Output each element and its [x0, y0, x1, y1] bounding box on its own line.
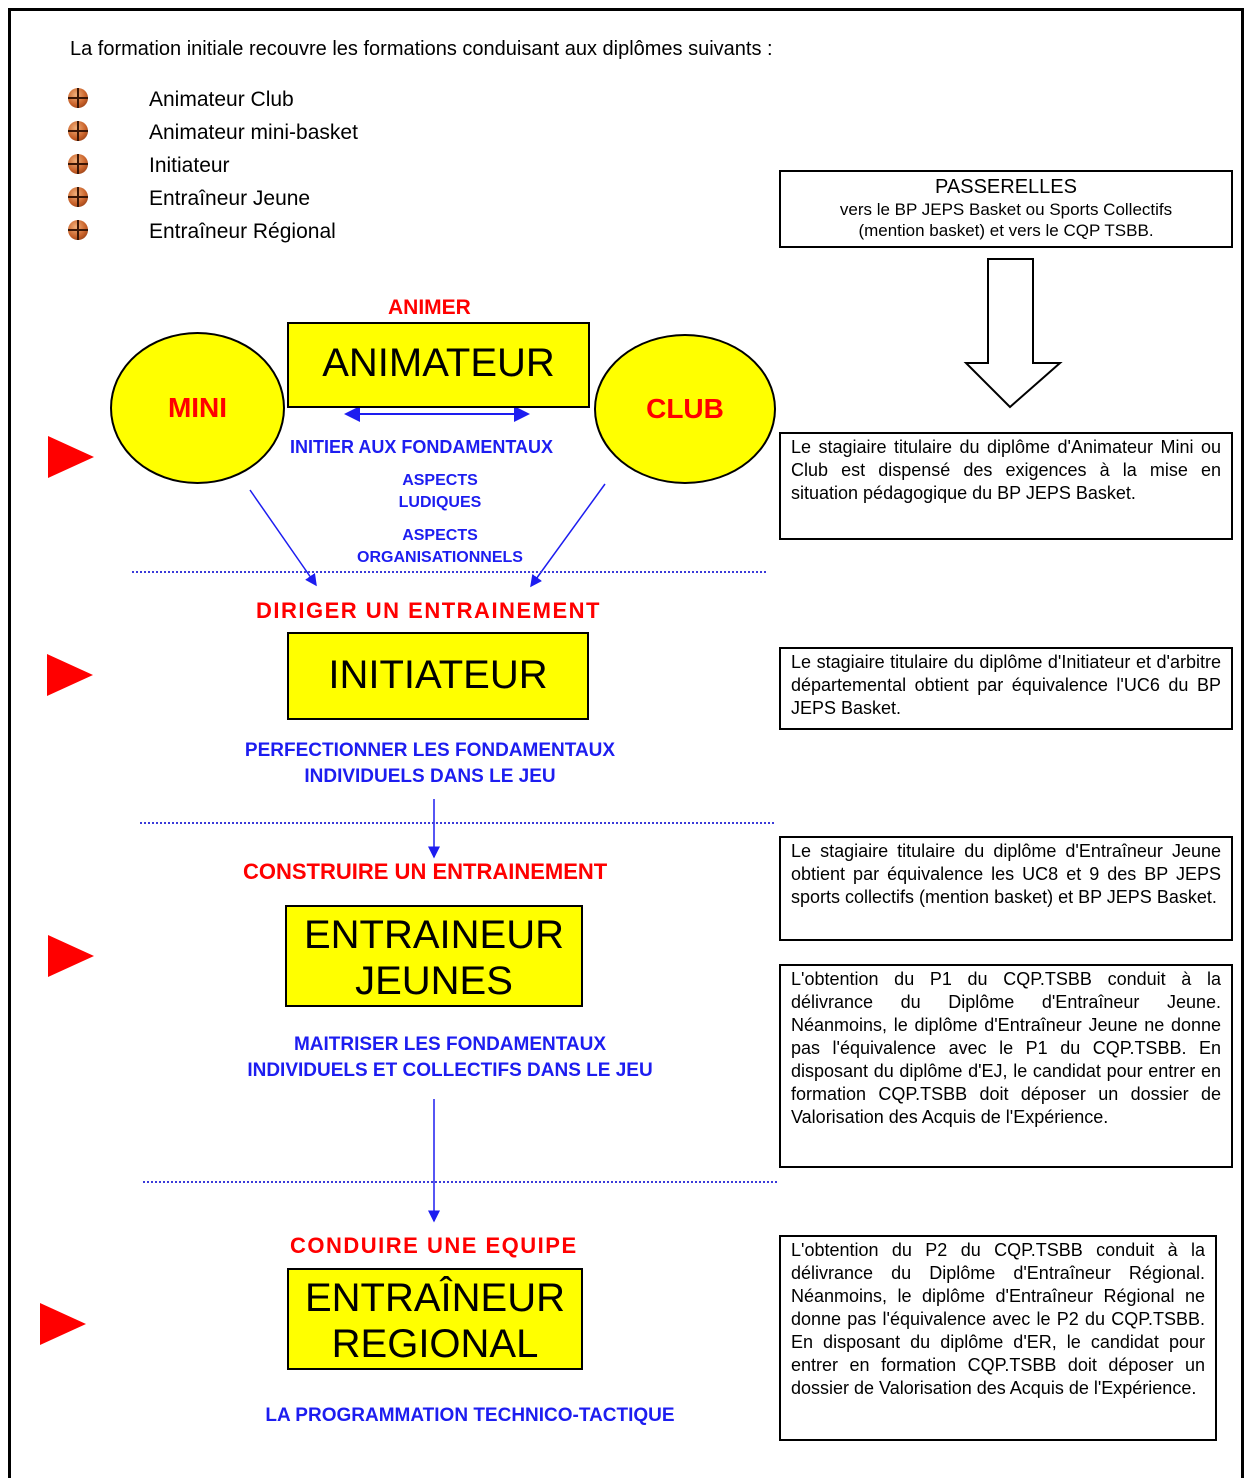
aspects-ludiques: ASPECTS LUDIQUES	[398, 472, 482, 511]
divider-1	[132, 571, 766, 573]
diploma-list: Animateur Club Animateur mini-basket Ini…	[68, 88, 358, 253]
objective-animer: ANIMER	[388, 296, 471, 319]
programmation-technico-tactique: LA PROGRAMMATION TECHNICO-TACTIQUE	[265, 1405, 675, 1426]
aspects-organisationnels: ASPECTS ORGANISATIONNELS	[357, 527, 523, 566]
entraineur-jeunes-line2: JEUNES	[355, 959, 513, 1003]
passerelles-line2: (mention basket) et vers le CQP TSBB.	[858, 221, 1154, 240]
basketball-icon	[68, 187, 88, 207]
level-marker-1	[48, 436, 94, 478]
entraineur-jeunes-box: ENTRAINEUR JEUNES	[285, 905, 583, 1007]
level-marker-2	[47, 654, 93, 696]
note-entraineur-jeune-1: Le stagiaire titulaire du diplôme d'Entr…	[779, 836, 1233, 941]
intro-text: La formation initiale recouvre les forma…	[70, 38, 773, 60]
note-animateur: Le stagiaire titulaire du diplôme d'Anim…	[779, 432, 1233, 540]
perfectionner-fondamentaux: PERFECTIONNER LES FONDAMENTAUX INDIVIDUE…	[244, 740, 616, 787]
maitriser-fondamentaux: MAITRISER LES FONDAMENTAUX INDIVIDUELS E…	[247, 1034, 653, 1081]
club-label: CLUB	[646, 393, 724, 424]
level-marker-4	[40, 1303, 86, 1345]
basketball-icon	[68, 220, 88, 240]
note-initiateur: Le stagiaire titulaire du diplôme d'Init…	[779, 647, 1233, 730]
basketball-icon	[68, 121, 88, 141]
objective-conduire: CONDUIRE UNE EQUIPE	[290, 1233, 578, 1258]
list-item: Entraîneur Jeune	[68, 187, 358, 220]
basketball-icon	[68, 154, 88, 174]
page-frame	[8, 8, 1244, 1478]
initiateur-box: INITIATEUR	[287, 632, 589, 720]
entraineur-regional-line1: ENTRAÎNEUR	[304, 1276, 566, 1320]
passerelles-box: PASSERELLES vers le BP JEPS Basket ou Sp…	[779, 170, 1233, 248]
arrow-club-down	[530, 483, 606, 588]
list-item: Entraîneur Régional	[68, 220, 358, 253]
animateur-box: ANIMATEUR	[287, 322, 590, 408]
objective-diriger: DIRIGER UN ENTRAINEMENT	[256, 598, 601, 623]
note-entraineur-regional: L'obtention du P2 du CQP.TSBB conduit à …	[779, 1235, 1217, 1441]
passerelles-title: PASSERELLES	[935, 176, 1077, 198]
objective-construire: CONSTRUIRE UN ENTRAINEMENT	[243, 859, 608, 884]
divider-2	[140, 822, 774, 824]
mini-circle: MINI	[110, 332, 285, 484]
list-item: Animateur Club	[68, 88, 358, 121]
initier-fondamentaux: INITIER AUX FONDAMENTAUX	[290, 437, 553, 457]
note-entraineur-jeune-2: L'obtention du P1 du CQP.TSBB conduit à …	[779, 964, 1233, 1168]
down-arrow-icon	[963, 258, 1063, 409]
basketball-icon	[68, 88, 88, 108]
level-marker-3	[48, 935, 94, 977]
initiateur-label: INITIATEUR	[328, 653, 548, 697]
passerelles-line1: vers le BP JEPS Basket ou Sports Collect…	[839, 200, 1173, 219]
divider-3	[143, 1181, 777, 1183]
list-item: Initiateur	[68, 154, 358, 187]
entraineur-jeunes-line1: ENTRAINEUR	[303, 913, 565, 957]
arrow-mini-down	[249, 489, 317, 587]
entraineur-regional-line2: REGIONAL	[331, 1322, 539, 1366]
entraineur-regional-box: ENTRAÎNEUR REGIONAL	[287, 1268, 583, 1370]
animateur-label: ANIMATEUR	[322, 341, 555, 385]
club-circle: CLUB	[594, 334, 776, 484]
mini-label: MINI	[167, 392, 228, 423]
list-item: Animateur mini-basket	[68, 121, 358, 154]
